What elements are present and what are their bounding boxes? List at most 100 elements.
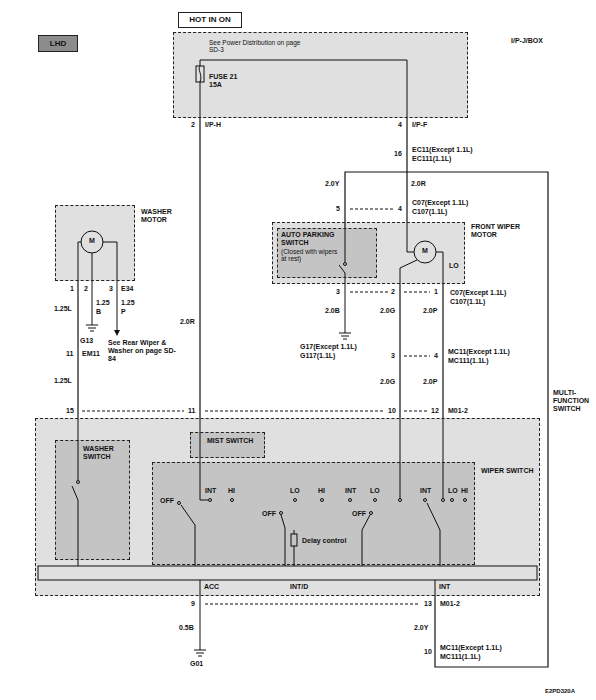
wire-label: HI bbox=[318, 487, 325, 495]
wire-label: C07(Except 1.1L) bbox=[450, 289, 506, 297]
wire-label: 2.0P bbox=[423, 307, 437, 315]
wire-label: G117(1.1L) bbox=[300, 352, 335, 360]
wire-label: See Rear Wiper & Washer on page SD-84 bbox=[108, 339, 180, 363]
wire-label: 2.0R bbox=[411, 180, 426, 188]
wire-label: 2.0P bbox=[423, 378, 437, 386]
wire-label: INT bbox=[205, 487, 216, 495]
component-name: MULTI-FUNCTION SWITCH bbox=[553, 389, 595, 413]
wire-label: LO bbox=[290, 487, 300, 495]
component-box: WIPER SWITCH bbox=[152, 462, 475, 565]
wire-label: 2 bbox=[391, 288, 395, 296]
wire bbox=[442, 284, 443, 418]
wire-label: OFF bbox=[160, 497, 174, 505]
wire-label: HI bbox=[461, 487, 468, 495]
component-name: LHD bbox=[39, 39, 77, 48]
wire-label: 0.5B bbox=[179, 624, 194, 632]
wire bbox=[199, 118, 200, 418]
wire-label: 1.25 bbox=[121, 299, 135, 307]
wire-label: LO bbox=[449, 262, 459, 270]
component-box: MIST SWITCH bbox=[190, 432, 265, 458]
wire-label: MC111(1.1L) bbox=[448, 357, 488, 365]
wire-label: 2 bbox=[84, 285, 88, 293]
wire-label: 3 bbox=[336, 288, 340, 296]
wire-label: EC111(1.1L) bbox=[412, 155, 451, 163]
component-box: LHD bbox=[38, 35, 78, 52]
wire-label: 16 bbox=[394, 150, 402, 158]
wire-label: I/P-F bbox=[412, 121, 427, 129]
wire-label: C107(1.1L) bbox=[412, 208, 447, 216]
component-name: AUTO PARKING SWITCH bbox=[281, 231, 339, 247]
component-box: MULTI-FUNCTION SWITCHWASHER SWITCHMIST S… bbox=[35, 418, 540, 596]
wire-label: E2PD320A bbox=[545, 688, 575, 695]
wire-label: 10 bbox=[388, 407, 396, 415]
component-box: WASHER MOTOR bbox=[55, 205, 135, 281]
wire bbox=[77, 281, 78, 418]
wire-label: 13 bbox=[424, 600, 432, 608]
wire-label: 11 bbox=[188, 407, 195, 415]
component-name: WIPER SWITCH bbox=[481, 467, 539, 475]
component-note: FUSE 21 15A bbox=[209, 73, 249, 89]
wire-label: 11 bbox=[66, 350, 73, 358]
wire-label: ACC bbox=[204, 583, 219, 591]
component-box: I/P-J/BOXSee Power Distribution on page … bbox=[173, 32, 468, 118]
wire-label: INT bbox=[439, 583, 450, 591]
wire-label: 9 bbox=[191, 600, 195, 608]
wire-label: G01 bbox=[190, 660, 203, 668]
wire-label: INT bbox=[345, 487, 356, 495]
wire-label: EM11 bbox=[82, 350, 100, 358]
wire-label: 5 bbox=[336, 205, 340, 213]
wire bbox=[406, 118, 407, 222]
wire-label: EC11(Except 1.1L) bbox=[412, 146, 473, 154]
wire-label: OFF bbox=[352, 510, 366, 518]
wire-label: 1 bbox=[434, 288, 438, 296]
wire-label: 3 bbox=[391, 352, 395, 360]
wire-label: 4 bbox=[398, 121, 402, 129]
wire-label: 4 bbox=[398, 205, 402, 213]
wire-label: 4 bbox=[434, 352, 438, 360]
wire-label: G17(Except 1.1L) bbox=[300, 343, 357, 351]
wire-label: Delay control bbox=[302, 537, 346, 545]
component-name: WASHER SWITCH bbox=[83, 445, 129, 461]
wire-label: OFF bbox=[262, 510, 276, 518]
component-name: I/P-J/BOX bbox=[511, 37, 571, 45]
wire-label: C107(1.1L) bbox=[450, 298, 485, 306]
wire-label: G13 bbox=[80, 337, 93, 345]
wire-label: P bbox=[121, 308, 126, 316]
wire-label: 2.0Y bbox=[325, 180, 339, 188]
wire-label: 1.25L bbox=[54, 377, 72, 385]
wire-label: 1.25L bbox=[54, 305, 72, 313]
component-box: AUTO PARKING SWITCH(Closed with wipers a… bbox=[277, 228, 377, 278]
wire bbox=[399, 284, 400, 418]
wire-label: 2.0B bbox=[325, 307, 340, 315]
wire-label: 2.0R bbox=[180, 318, 195, 326]
component-note: See Power Distribution on page SD-3 bbox=[209, 39, 304, 54]
component-name: WASHER MOTOR bbox=[141, 208, 186, 224]
component-box: FRONT WIPER MOTORAUTO PARKING SWITCH(Clo… bbox=[272, 222, 465, 284]
wire-label: LO bbox=[370, 487, 380, 495]
wire-label: HI bbox=[228, 487, 235, 495]
component-name: MIST SWITCH bbox=[207, 437, 265, 445]
wire-label: I/P-H bbox=[205, 121, 221, 129]
wire-label: MC11(Except 1.1L) bbox=[448, 348, 510, 356]
wire-label: 2 bbox=[191, 121, 195, 129]
wire-label: 1.25 bbox=[96, 299, 110, 307]
component-box: HOT IN ON bbox=[178, 12, 242, 28]
wire-label: 10 bbox=[424, 648, 432, 656]
wire-label: 12 bbox=[431, 407, 439, 415]
wire-label: MC111(1.1L) bbox=[440, 653, 480, 661]
wire-label: M01-2 bbox=[448, 407, 468, 415]
wire-label: LO bbox=[448, 487, 458, 495]
component-note: (Closed with wipers at rest) bbox=[281, 248, 339, 263]
wire-label: M bbox=[89, 237, 95, 245]
wire-label: MC11(Except 1.1L) bbox=[440, 644, 502, 652]
wire-label: C07(Except 1.1L) bbox=[412, 199, 468, 207]
wire-label: 2.0G bbox=[380, 307, 395, 315]
wire-label: 15 bbox=[66, 407, 74, 415]
wire-label: 1 bbox=[70, 285, 74, 293]
wire-label: INT/D bbox=[290, 583, 308, 591]
component-name: FRONT WIPER MOTOR bbox=[471, 223, 531, 239]
component-name: HOT IN ON bbox=[179, 15, 241, 24]
wire-label: B bbox=[96, 308, 101, 316]
wire-label: 2.0G bbox=[380, 378, 395, 386]
wire-label: M bbox=[422, 247, 428, 255]
